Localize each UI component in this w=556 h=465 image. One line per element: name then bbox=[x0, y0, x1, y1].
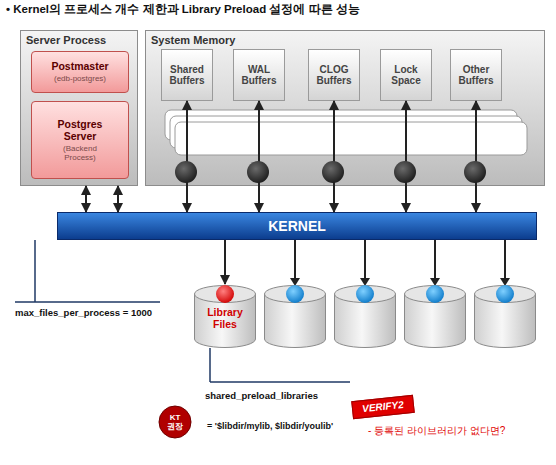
memory-group: System MemoryShared Buffers WAL Buffers CL… bbox=[145, 30, 545, 186]
node-title: Library Files bbox=[201, 306, 249, 330]
config-text: shared_preload_libraries bbox=[205, 390, 318, 401]
node-title: Server Process bbox=[26, 34, 106, 47]
node-title: CLOG Buffers bbox=[311, 64, 357, 87]
access-point bbox=[322, 161, 344, 183]
stack-sheet bbox=[165, 110, 517, 140]
io-arrow bbox=[364, 240, 366, 279]
library-disk: Library Files bbox=[194, 284, 256, 348]
connector-arrow bbox=[85, 186, 87, 212]
leader-line bbox=[15, 301, 160, 303]
disk-cylinder bbox=[405, 286, 466, 348]
connector-arrow bbox=[405, 101, 407, 212]
leader-line bbox=[34, 240, 36, 302]
disk-cylinder bbox=[335, 286, 396, 348]
io-arrow bbox=[504, 240, 506, 279]
config-text: max_files_per_process = 1000 bbox=[15, 307, 152, 318]
buffer-box: WAL Buffers bbox=[233, 49, 285, 101]
node-title: WAL Buffers bbox=[236, 64, 282, 87]
memory-stack bbox=[165, 110, 527, 155]
connector-arrow bbox=[475, 101, 477, 212]
buffer-box: CLOG Buffers bbox=[308, 49, 360, 101]
node-title: VERIFY2 bbox=[362, 399, 405, 415]
access-point bbox=[464, 161, 486, 183]
access-point bbox=[394, 161, 416, 183]
node-subtitle: (Backend Process) bbox=[51, 144, 109, 162]
stack-sheet bbox=[170, 116, 522, 148]
node-title: KT 권장 bbox=[166, 413, 184, 431]
leader-line bbox=[210, 381, 350, 383]
recommend-badge: KT 권장 bbox=[158, 405, 192, 439]
disk-cylinder bbox=[475, 286, 536, 348]
node-title: Postgres Server bbox=[49, 118, 111, 142]
access-point bbox=[496, 285, 514, 303]
config-text: = '$libdir/mylib, $libdir/youlib' bbox=[207, 421, 333, 432]
io-arrow bbox=[294, 240, 296, 279]
process-box: Postmaster (edb-postgres) bbox=[31, 51, 129, 93]
buffer-box: Other Buffers bbox=[450, 49, 502, 101]
arrow-head bbox=[430, 278, 440, 286]
stack-sheet bbox=[175, 122, 527, 155]
connector-arrow bbox=[224, 240, 226, 284]
memory-access-points bbox=[175, 161, 486, 183]
connector-arrow bbox=[258, 101, 260, 212]
node-title: Shared Buffers bbox=[164, 64, 210, 87]
node-title: System Memory bbox=[151, 34, 235, 47]
node-title: Other Buffers bbox=[453, 64, 499, 87]
arrow-head bbox=[290, 278, 300, 286]
leader-line bbox=[209, 348, 211, 382]
process-group: Server ProcessPostmaster(edb-postgres)Po… bbox=[20, 30, 138, 186]
kernel-band: KERNEL bbox=[57, 212, 537, 240]
buffer-box: Lock Space bbox=[380, 49, 432, 101]
node-subtitle: (edb-postgres) bbox=[54, 74, 106, 83]
diagram-title: • Kernel의 프로세스 개수 제한과 Library Preload 설정… bbox=[6, 3, 360, 17]
process-box: Postgres Server (Backend Process) bbox=[31, 101, 129, 179]
node-title: Postmaster bbox=[51, 60, 108, 72]
access-point bbox=[286, 285, 304, 303]
access-point bbox=[216, 285, 234, 303]
verify-stamp: VERIFY2 bbox=[351, 395, 415, 419]
connector-arrow bbox=[117, 186, 119, 212]
node-title: KERNEL bbox=[268, 218, 326, 234]
node-title: Lock Space bbox=[383, 64, 429, 87]
access-point bbox=[356, 285, 374, 303]
disk-cylinder bbox=[265, 286, 326, 348]
arrow-head bbox=[500, 278, 510, 286]
buffer-box: Shared Buffers bbox=[161, 49, 213, 101]
connector-arrow bbox=[186, 101, 188, 212]
access-point bbox=[175, 161, 197, 183]
connector-arrow bbox=[333, 101, 335, 212]
disk-access-points bbox=[216, 285, 514, 303]
disk-cylinders bbox=[265, 286, 536, 348]
arrow-head bbox=[360, 278, 370, 286]
access-point bbox=[247, 161, 269, 183]
disk-arrows bbox=[290, 240, 510, 286]
leader-lines bbox=[15, 240, 350, 382]
note-text: - 등록된 라이브러리가 없다면? bbox=[368, 425, 505, 437]
io-arrow bbox=[434, 240, 436, 279]
access-point bbox=[426, 285, 444, 303]
